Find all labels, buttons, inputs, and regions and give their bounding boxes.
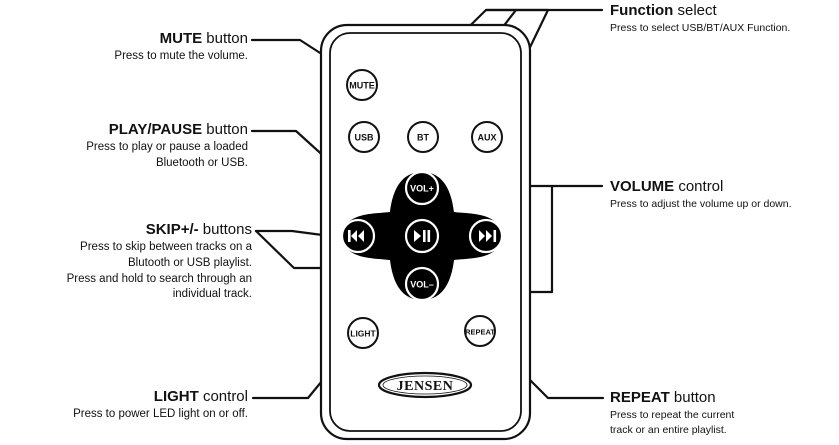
mute-title: MUTE [159, 30, 203, 47]
skip-forward-icon [479, 230, 497, 242]
skip-title-suffix: buttons [198, 221, 252, 238]
label-volume: VOLUME control Press to adjust the volum… [610, 178, 839, 211]
label-repeat: REPEAT button Press to repeat the curren… [610, 389, 839, 436]
skip-back-button[interactable] [340, 218, 376, 254]
function-title-suffix: select [673, 2, 717, 19]
play-pause-button[interactable] [404, 218, 440, 254]
skip-desc-4: individual track. [172, 288, 252, 301]
volume-title-suffix: control [674, 178, 724, 195]
brand-logo: JENSEN [377, 371, 473, 399]
playpause-title: PLAY/PAUSE [108, 121, 203, 138]
repeat-title-suffix: button [669, 389, 716, 406]
aux-button[interactable]: AUX [471, 121, 503, 153]
label-playpause: PLAY/PAUSE button Press to play or pause… [0, 121, 248, 171]
repeat-desc-2: track or an entire playlist. [610, 423, 727, 436]
skip-forward-button[interactable] [468, 218, 504, 254]
function-desc-1: Press to select USB/BT/AUX Function. [610, 22, 791, 34]
mute-button-label: MUTE [349, 81, 375, 91]
repeat-button[interactable]: REPEAT [464, 315, 496, 347]
bt-button[interactable]: BT [407, 121, 439, 153]
vol-up-label: VOL+ [410, 184, 434, 194]
vol-down-button[interactable]: VOL– [404, 266, 440, 302]
usb-button-label: USB [354, 133, 374, 143]
brand-name: JENSEN [397, 379, 454, 394]
dpad: VOL+ VOL– [340, 170, 504, 302]
skip-desc-2: Blutooth or USB playlist. [127, 256, 252, 269]
leader-skip-prev [254, 229, 332, 238]
skip-back-icon [348, 230, 364, 242]
label-mute: MUTE button Press to mute the volume. [8, 30, 248, 64]
vol-up-button[interactable]: VOL+ [404, 170, 440, 206]
light-button[interactable]: LIGHT [347, 317, 379, 349]
mute-button[interactable]: MUTE [346, 69, 378, 101]
light-button-label: LIGHT [350, 329, 376, 339]
skip-desc-1: Press to skip between tracks on a [80, 241, 252, 253]
usb-button[interactable]: USB [348, 121, 380, 153]
label-function: Function select Press to select USB/BT/A… [610, 2, 839, 35]
light-desc-1: Press to power LED light on or off. [73, 408, 248, 420]
aux-button-label: AUX [477, 133, 496, 143]
skip-title: SKIP+/- [145, 221, 199, 238]
playpause-desc-1: Press to play or pause a loaded [86, 141, 248, 153]
repeat-title: REPEAT [610, 389, 670, 406]
playpause-desc-2: Bluetooth or USB. [155, 156, 248, 169]
label-light: LIGHT control Press to power LED light o… [0, 388, 248, 422]
volume-title: VOLUME [610, 178, 675, 195]
light-title-suffix: control [198, 388, 248, 405]
light-title: LIGHT [153, 388, 199, 405]
vol-down-label: VOL– [410, 280, 434, 290]
repeat-desc-1: Press to repeat the current [610, 409, 735, 421]
mute-desc-1: Press to mute the volume. [114, 50, 248, 62]
label-skip: SKIP+/- buttons Press to skip between tr… [0, 221, 252, 302]
skip-desc-3: Press and hold to search through an [66, 272, 252, 285]
bt-button-label: BT [417, 133, 429, 143]
repeat-button-label: REPEAT [465, 328, 495, 337]
play-pause-icon [414, 230, 431, 242]
function-title: Function [610, 2, 674, 19]
volume-desc-1: Press to adjust the volume up or down. [610, 198, 792, 210]
playpause-title-suffix: button [202, 121, 248, 138]
mute-title-suffix: button [202, 30, 248, 47]
